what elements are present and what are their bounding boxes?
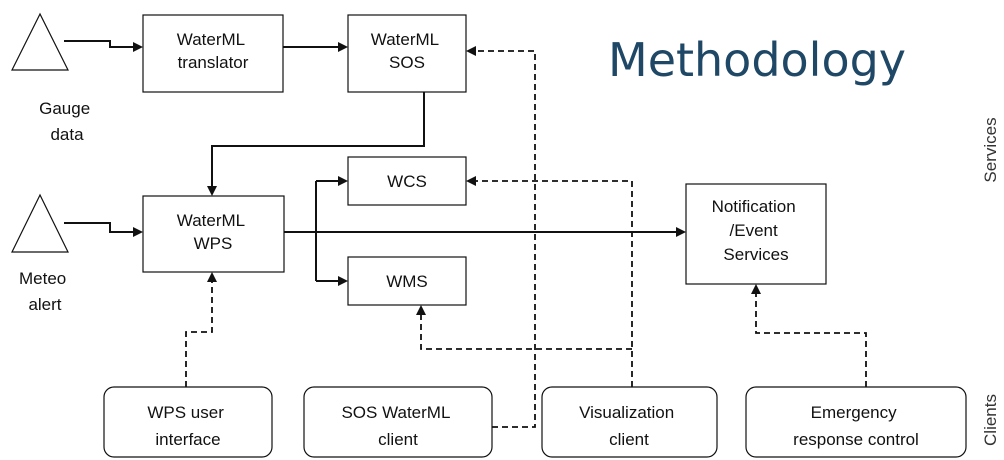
waterml-wps-box [142, 195, 285, 273]
viz-client-to-wms-connector [420, 313, 632, 350]
wps-to-wcs-arrowhead [338, 176, 348, 186]
wcs-label: WCS [387, 172, 427, 191]
meteo-sensor-triangle [11, 193, 69, 253]
meteo-label: Meteo alert [19, 269, 71, 314]
viz-client-to-wms-arrowhead [416, 305, 426, 315]
viz-client-to-wcs-connector [474, 180, 633, 387]
waterml-sos-label: WaterML SOS [371, 30, 443, 72]
wps-to-notification-arrowhead [676, 227, 686, 237]
waterml-translator-label: WaterML translator [177, 30, 249, 72]
wps-user-interface-box [103, 386, 273, 458]
translator-to-sos-arrowhead [338, 42, 348, 52]
visualization-client-label: Visualization client [579, 403, 679, 449]
diagram-title: Methodology [608, 33, 906, 87]
gauge-sensor-triangle [11, 12, 69, 71]
wps-user-interface-label: WPS user interface [147, 403, 228, 449]
waterml-wps-label: WaterML WPS [177, 211, 249, 253]
wps-ui-to-wps-connector [185, 282, 213, 387]
sos-to-wps-connector [211, 92, 425, 188]
sos-client-to-sos-arrowhead [466, 46, 476, 56]
meteo-to-wps-connector [64, 222, 135, 233]
notification-event-services-label: Notification /Event Services [712, 197, 801, 264]
wps-to-wms-arrowhead [338, 276, 348, 286]
emergency-response-control-label: Emergency response control [793, 403, 919, 449]
emergency-to-notification-connector [755, 292, 867, 387]
gauge-label: Gauge data [39, 99, 95, 144]
gauge-to-translator-arrowhead [133, 42, 143, 52]
notification-event-services-box [685, 183, 827, 285]
wms-label: WMS [386, 272, 428, 291]
sos-client-to-sos-connector [474, 50, 536, 428]
emergency-response-control-box [745, 386, 967, 458]
clients-side-label: Clients [981, 394, 1000, 446]
waterml-sos-box [347, 14, 467, 93]
wps-ui-to-wps-arrowhead [207, 272, 217, 282]
emergency-to-notification-arrowhead [751, 284, 761, 294]
waterml-translator-box [142, 14, 284, 93]
sos-waterml-client-label: SOS WaterML client [341, 403, 454, 449]
sos-to-wps-arrowhead [207, 186, 217, 196]
visualization-client-box [541, 386, 718, 458]
gauge-to-translator-connector [64, 40, 135, 48]
meteo-to-wps-arrowhead [133, 227, 143, 237]
services-side-label: Services [981, 117, 1000, 182]
viz-client-to-wcs-arrowhead [466, 176, 476, 186]
sos-waterml-client-box [303, 386, 493, 458]
